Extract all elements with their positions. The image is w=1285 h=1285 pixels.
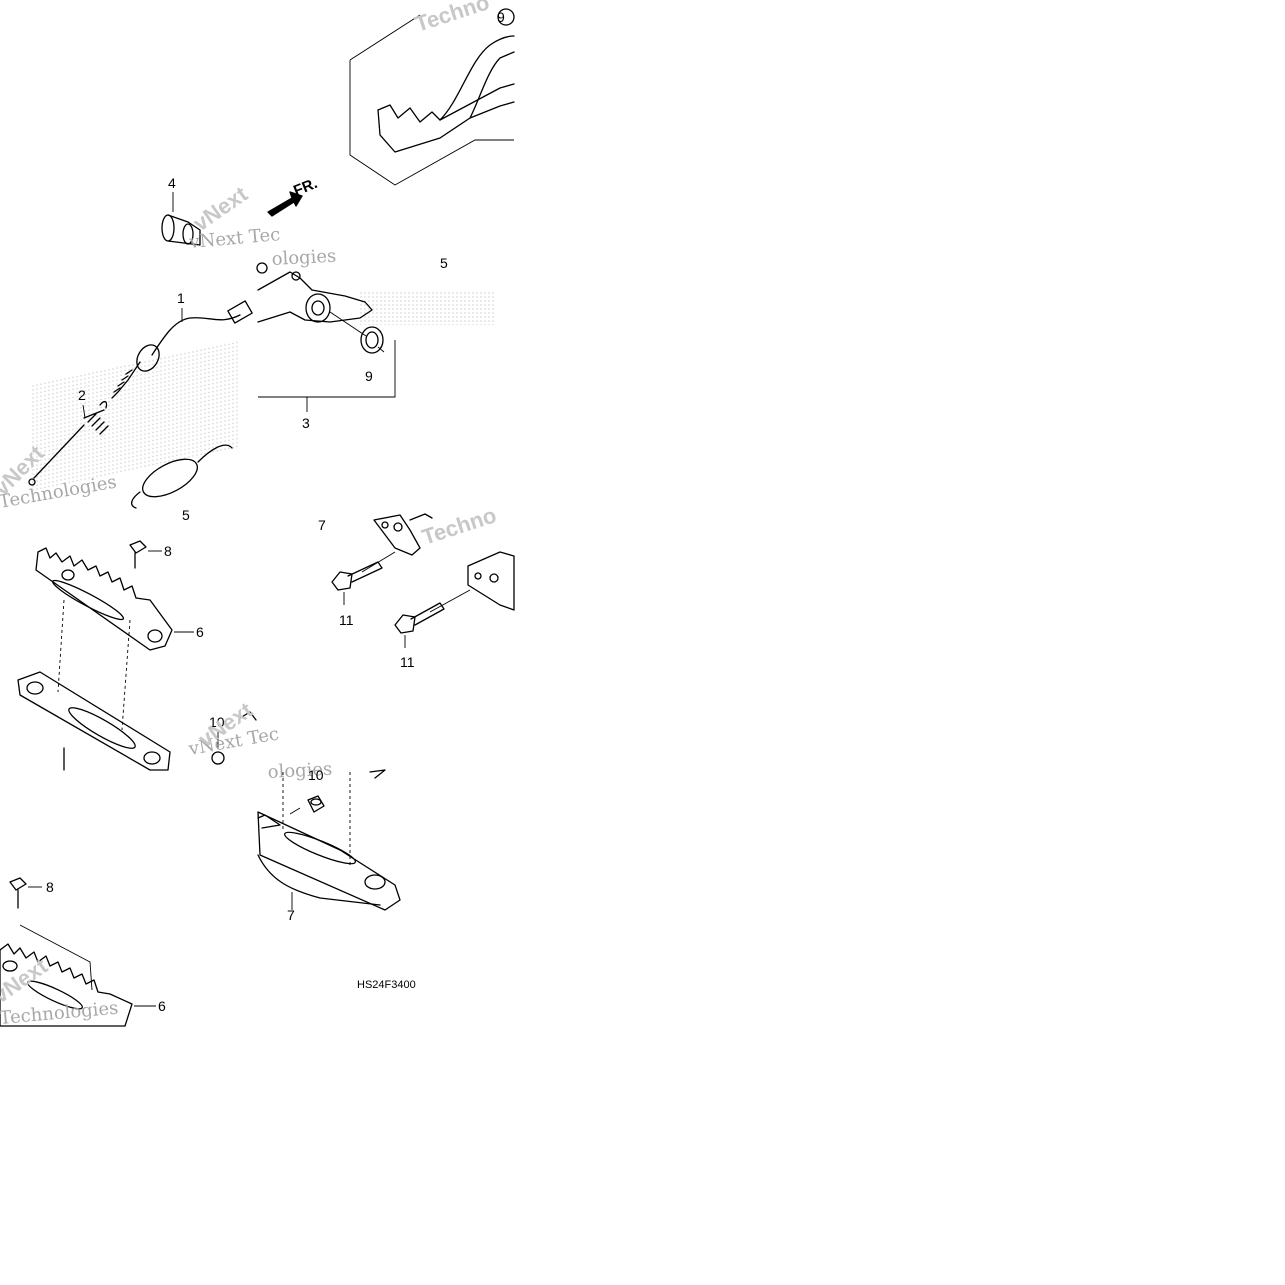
watermark-text: ologies xyxy=(267,759,333,783)
callout-5: 5 xyxy=(440,255,448,271)
brake-arm-tile: 5 9 3 ologies xyxy=(256,246,495,431)
callout-7b: 7 xyxy=(287,907,295,923)
brake-switch-tile: 1 2 5 vNext Technologies xyxy=(0,290,253,523)
bracket-tile: 7 ologies 10 HS24F3400 xyxy=(257,759,416,991)
footpeg-left-tile: 8 6 10 vNext Tec vNext xyxy=(17,540,281,771)
callout-1: 1 xyxy=(177,290,185,306)
callout-8b: 8 xyxy=(46,879,54,895)
diagram-code: HS24F3400 xyxy=(357,979,416,991)
brake-pedal-tile: 9 Techno xyxy=(349,0,515,186)
callout-3: 3 xyxy=(302,415,310,431)
callout-11b: 11 xyxy=(400,654,415,670)
watermark-text: ologies xyxy=(271,246,337,270)
callout-8: 8 xyxy=(164,543,172,559)
footpeg-lower-tile: 8 6 vNext Technologies xyxy=(0,877,166,1029)
callout-6: 6 xyxy=(196,624,204,640)
callout-11: 11 xyxy=(339,612,354,628)
callout-2: 2 xyxy=(78,387,86,403)
callout-10: 10 xyxy=(209,714,225,730)
callout-4: 4 xyxy=(168,175,176,191)
callout-5b: 5 xyxy=(182,507,190,523)
callout-7: 7 xyxy=(318,517,326,533)
watermark-text: Technologies xyxy=(0,998,119,1029)
pivot-bolt-tile: 4 FR. vNext Tec vNext xyxy=(161,175,320,253)
watermark-text: Techno xyxy=(419,502,500,549)
callout-9-top: 9 xyxy=(497,9,505,25)
watermark-text: Techno xyxy=(412,0,493,37)
direction-label: FR. xyxy=(291,175,320,200)
callout-9: 9 xyxy=(365,368,373,384)
callout-6b: 6 xyxy=(158,998,166,1014)
bolts-tile: 7 11 11 Techno xyxy=(318,502,515,670)
callout-10b: 10 xyxy=(308,767,324,783)
